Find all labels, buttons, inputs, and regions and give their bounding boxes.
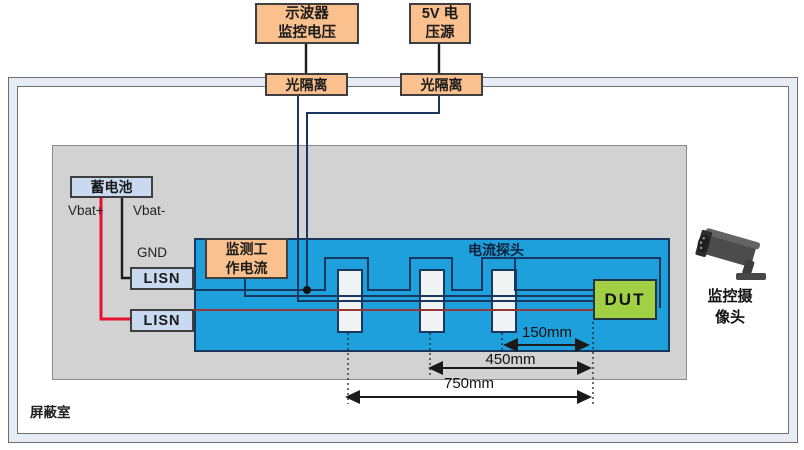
opto-isolator-left-box: 光隔离 (265, 73, 348, 96)
opto-isolator-left-label: 光隔离 (285, 76, 328, 93)
dimension-450mm: 450mm (485, 351, 536, 368)
dimension-750mm: 750mm (443, 375, 495, 392)
camera-label-line1: 监控摄 (707, 288, 753, 305)
opto-isolator-right-label: 光隔离 (420, 76, 463, 93)
dut-label: DUT (604, 289, 646, 309)
vbat-plus-label: Vbat+ (68, 203, 104, 218)
vbat-minus-label: Vbat- (133, 203, 166, 218)
lisn-bottom-box: LISN (130, 309, 194, 332)
battery-label: 蓄电池 (90, 179, 133, 195)
battery-box: 蓄电池 (70, 176, 153, 198)
lisn-top-label: LISN (143, 270, 181, 287)
power-5v-label-line2: 压源 (425, 24, 455, 41)
monitor-current-box: 监测工 作电流 (205, 238, 288, 279)
current-probe-label: 电流探头 (468, 242, 524, 258)
shield-room-label: 屏蔽室 (30, 405, 71, 420)
current-probe-1 (337, 269, 363, 333)
gnd-label: GND (137, 245, 167, 260)
oscilloscope-label-line2: 监控电压 (278, 24, 336, 41)
dut-box: DUT (593, 279, 657, 320)
camera-label-line2: 像头 (714, 309, 745, 326)
power-5v-label-line1: 5V 电 (421, 5, 459, 22)
lisn-bottom-label: LISN (143, 312, 181, 329)
oscilloscope-box: 示波器 监控电压 (255, 3, 359, 44)
lisn-top-box: LISN (130, 267, 194, 290)
cctv-camera-icon (695, 228, 766, 280)
power-5v-box: 5V 电 压源 (409, 3, 471, 44)
oscilloscope-label-line1: 示波器 (285, 5, 329, 22)
opto-isolator-right-box: 光隔离 (400, 73, 483, 96)
current-probe-2 (419, 269, 445, 333)
monitor-current-label-line2: 作电流 (225, 259, 268, 276)
monitor-current-label-line1: 监测工 (225, 240, 268, 257)
camera-label: 监控摄 像头 (686, 286, 774, 328)
dimension-150mm: 150mm (521, 324, 573, 341)
